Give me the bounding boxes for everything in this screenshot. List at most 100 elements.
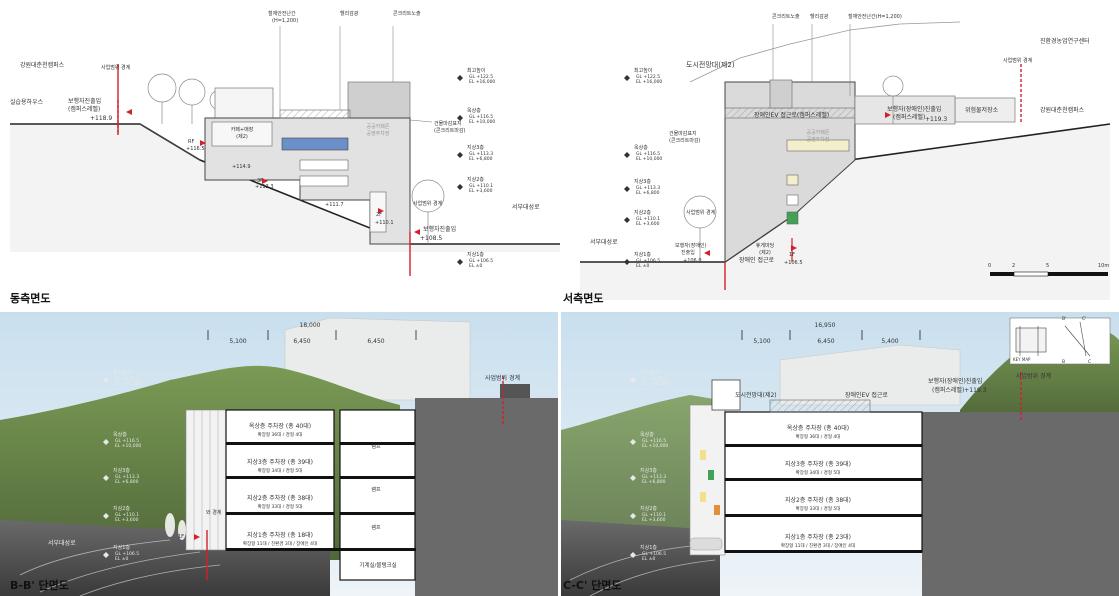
east-entry-title: 보행자진출입 bbox=[68, 97, 101, 105]
east-glass-band bbox=[281, 137, 349, 151]
east-level-marker bbox=[457, 152, 463, 158]
west-level-marker bbox=[624, 217, 630, 223]
bb-earth bbox=[415, 398, 558, 596]
east-level-el: EL +6,800 bbox=[469, 156, 493, 162]
bb-level-name: 지상3층 bbox=[113, 467, 130, 474]
bb-ramp: 램프 bbox=[371, 524, 381, 531]
cc-dim-total: 16,950 bbox=[815, 322, 836, 329]
panel-title-east: 동측면도 bbox=[10, 292, 51, 305]
west-pub-cafe: 공공카페존 bbox=[806, 129, 829, 136]
east-callout-tint: 헬리감광 bbox=[340, 10, 359, 17]
west-level-marker bbox=[624, 186, 630, 192]
cc-dim: 5,100 bbox=[753, 338, 770, 345]
west-level-marker bbox=[624, 75, 630, 81]
west-access: 장애인 접근로 bbox=[739, 256, 775, 264]
cc-keymap-label: KEY MAP bbox=[1013, 357, 1031, 362]
west-level-marker bbox=[624, 152, 630, 158]
cc-car bbox=[689, 537, 723, 551]
east-level-el: EL +16,000 bbox=[469, 79, 495, 85]
west-level-name: 옥상층 bbox=[634, 144, 648, 151]
cc-level-gl: GL +116.5 bbox=[642, 438, 666, 444]
cc-entry-sub: (캠퍼스레벨)+119.3 bbox=[932, 386, 987, 394]
cc-keymap-lines bbox=[1015, 321, 1091, 357]
west-rest: 휴게마당 bbox=[756, 242, 775, 249]
cc-level-gl: GL +113.3 bbox=[642, 474, 666, 480]
east-flag-rf bbox=[200, 140, 206, 146]
west-city-sign: 도시전망대(제2) bbox=[686, 60, 735, 69]
cc-level-name: 지상2층 bbox=[640, 505, 657, 512]
bb-road-markings bbox=[19, 539, 221, 596]
bb-boundary-label: 사업범위 경계 bbox=[485, 374, 520, 382]
west-scale-bar bbox=[990, 271, 1108, 277]
west-level-gl: GL +106.5 bbox=[636, 258, 660, 264]
west-ev: 장애인EV 접근로(캠퍼스레벨) bbox=[754, 111, 829, 119]
cc-road-markings bbox=[569, 544, 716, 596]
bb-figures bbox=[165, 513, 186, 540]
cc-level-marker bbox=[630, 377, 636, 383]
east-cafe-box bbox=[211, 121, 273, 147]
west-level-gl: GL +110.1 bbox=[636, 216, 660, 222]
bb-flag-1f bbox=[194, 534, 200, 540]
cc-level-el: EL +10,000 bbox=[642, 443, 668, 449]
west-1f: 1F bbox=[789, 252, 795, 258]
east-road: 서부대성로 bbox=[512, 203, 540, 211]
east-flag-entry bbox=[414, 229, 420, 235]
east-flag-3f bbox=[262, 178, 268, 184]
bb-level-el: EL +10,000 bbox=[115, 443, 141, 449]
east-entry2: 보행자진출입 bbox=[423, 225, 456, 233]
cc-dim: 5,400 bbox=[881, 338, 898, 345]
bb-ramp-core bbox=[339, 409, 416, 581]
cc-facade-colors bbox=[700, 450, 720, 515]
west-flag-ent bbox=[704, 250, 710, 256]
bb-level-marker bbox=[103, 377, 109, 383]
east-bg-block-left bbox=[214, 87, 274, 119]
east-level-name: 옥상층 bbox=[467, 107, 481, 114]
west-campus: 강원대춘천캠퍼스 bbox=[1040, 106, 1085, 114]
east-cafe-sub: (제2) bbox=[236, 133, 248, 140]
bb-floor-sub: 확장형 11대 / 친환경 3대 / 장애인 4대 bbox=[243, 540, 317, 547]
panel-title-cc: C-C' 단면도 bbox=[563, 579, 622, 592]
east-level-gl: GL +106.5 bbox=[469, 258, 493, 264]
east-ground-fill bbox=[10, 124, 560, 252]
bb-floor-sub: 확장형 33대 / 경형 5대 bbox=[258, 503, 303, 510]
bb-retaining-top bbox=[500, 384, 530, 398]
cc-building-section bbox=[724, 411, 923, 553]
cc-floor-sub: 확장형 11대 / 친환경 3대 / 장애인 4대 bbox=[781, 542, 855, 549]
west-win-white bbox=[786, 194, 799, 206]
bb-floor-title: 지상2층 주차장 (총 38대) bbox=[247, 494, 313, 502]
east-elev: +113.3 bbox=[255, 184, 274, 190]
cc-key: B bbox=[1062, 359, 1065, 365]
cc-level-marker bbox=[630, 475, 636, 481]
scale-tick: 2 bbox=[1012, 263, 1015, 269]
east-blank-wall: 건물마감표지 bbox=[434, 120, 462, 127]
cc-key: C' bbox=[1082, 316, 1086, 322]
east-callout-railing-h: (H=1,200) bbox=[272, 18, 298, 24]
east-level-name: 지상1층 bbox=[467, 251, 484, 258]
cc-key: B' bbox=[1062, 316, 1066, 322]
east-level-el: EL +3,600 bbox=[469, 188, 493, 194]
east-level-el: EL +10,000 bbox=[469, 119, 495, 125]
cc-floor-title: 옥상층 주차장 (총 40대) bbox=[787, 424, 849, 432]
bb-floor-title: 지상3층 주차장 (총 39대) bbox=[247, 458, 313, 466]
cc-roof-railing bbox=[769, 399, 871, 413]
cc-tower bbox=[711, 379, 741, 411]
bb-level-gl: GL +122.5 bbox=[115, 376, 139, 382]
west-flag-1f bbox=[791, 245, 797, 251]
west-top-right: 진환경농업연구센터 bbox=[1040, 37, 1090, 45]
west-level-el: EL +6,800 bbox=[636, 190, 660, 196]
bb-level-gl: GL +110.1 bbox=[115, 512, 139, 518]
west-level-el: EL +16,000 bbox=[636, 79, 662, 85]
west-blank-wall-sub: (콘크리트마감) bbox=[669, 137, 701, 144]
west-roof-box bbox=[769, 79, 793, 109]
bb-level-el: EL +16,000 bbox=[115, 381, 141, 387]
cc-level-gl: GL +106.5 bbox=[642, 551, 666, 557]
east-window-2 bbox=[299, 175, 349, 187]
west-pub-parking: 공영주차장 bbox=[806, 136, 829, 143]
west-callout-railing: 철재안전난간(H=1,200) bbox=[848, 13, 902, 20]
east-roof-railing bbox=[279, 109, 351, 119]
east-elevation bbox=[10, 26, 560, 276]
west-ped-entry-sub: 진출입 bbox=[681, 249, 695, 256]
west-leaders bbox=[772, 24, 851, 96]
